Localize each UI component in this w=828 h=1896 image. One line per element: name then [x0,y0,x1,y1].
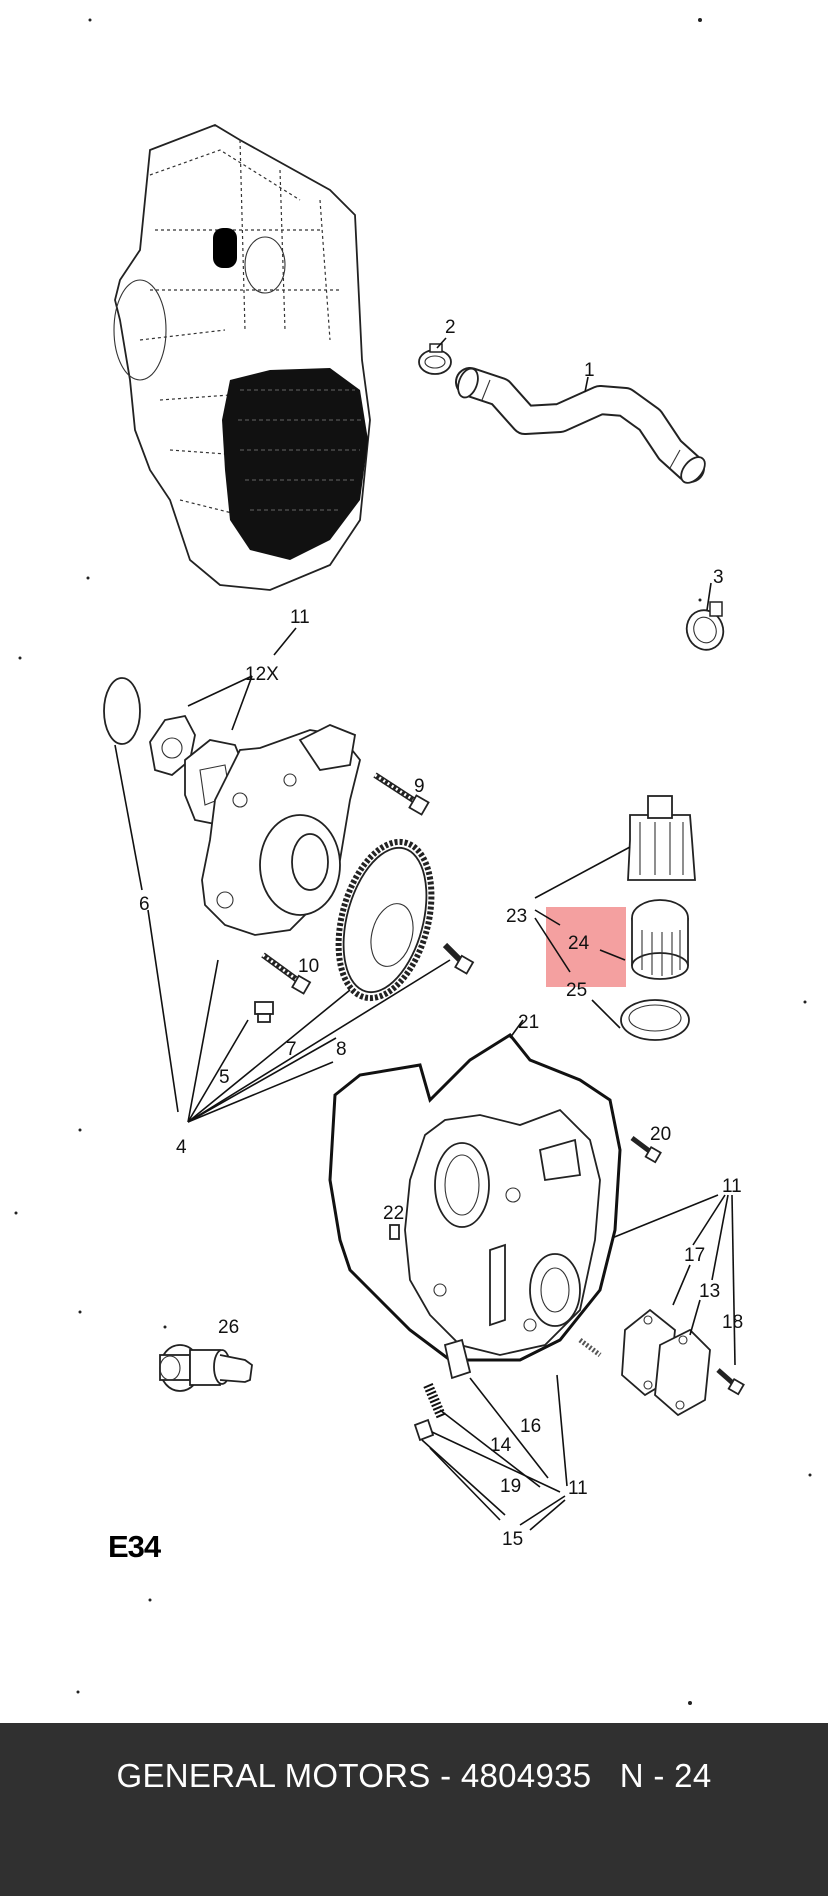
oil-pressure-switch-part-26 [159,1344,253,1392]
callout-13: 13 [699,1281,720,1302]
callout-labels: 1 2 3 4 5 6 7 8 9 10 11 11 11 12X 13 14 … [108,317,743,1564]
bolt-part-8 [442,942,475,975]
callout-9: 9 [414,776,425,797]
oil-filter-cap [627,795,696,881]
callout-16: 16 [520,1416,541,1437]
callout-12x: 12X [245,664,279,685]
bolt-part-10 [261,952,312,995]
callout-11-top: 11 [290,607,310,628]
o-ring-part-6 [103,677,141,745]
bolt-part-20 [630,1136,662,1164]
hose-clamp-part-2 [418,343,452,375]
sprocket-part-7 [335,838,435,1002]
callout-3: 3 [713,567,724,588]
timing-cover-housing [404,1108,601,1356]
callout-11-bottom: 11 [568,1478,588,1499]
callout-25: 25 [566,980,587,1001]
part-number-caption: GENERAL MOTORS - 4804935 N - 24 [116,1757,712,1794]
callout-10: 10 [298,956,319,977]
gasket-part-21 [328,1033,622,1362]
bolt-part-9 [373,772,430,816]
callout-20: 20 [650,1124,671,1145]
diagram-code: E34 [108,1529,162,1564]
plug-part-5 [254,1001,274,1023]
engine-block-illustration [113,124,371,591]
callout-2: 2 [445,317,456,338]
cover-plate-part-17 [654,1328,711,1417]
oil-pump-housing [201,724,361,936]
highlight-box [546,907,626,987]
callout-18: 18 [722,1312,743,1333]
oil-filter-element-part-24 [631,899,689,980]
callout-6: 6 [139,894,150,915]
parts-diagram: 1 2 3 4 5 6 7 8 9 10 11 11 11 12X 13 14 … [14,18,812,1705]
bolt-on-cover [578,1338,602,1357]
hose-clamp-part-3 [685,601,725,651]
callout-21: 21 [518,1012,539,1033]
hose-part-1 [455,367,706,484]
relief-valve-parts [413,1338,472,1442]
callout-11-right: 11 [722,1176,742,1197]
leader-lines [114,337,736,1531]
callout-14: 14 [490,1435,512,1456]
footer-bar: GENERAL MOTORS - 4804935 N - 24 [0,1723,828,1896]
callout-5: 5 [219,1067,230,1088]
callout-7: 7 [286,1039,297,1060]
callout-26: 26 [218,1317,239,1338]
scan-specks [14,18,812,1705]
callout-23: 23 [506,906,527,927]
callout-24: 24 [568,933,590,954]
callout-4: 4 [176,1137,187,1158]
bolt-part-18 [716,1368,745,1396]
dowel-part-22 [389,1224,400,1240]
callout-19: 19 [500,1476,521,1497]
callout-1: 1 [584,360,595,381]
callout-15: 15 [502,1529,523,1550]
callout-17: 17 [684,1245,705,1266]
callout-8: 8 [336,1039,347,1060]
callout-22: 22 [383,1203,404,1224]
filter-seal-part-25 [620,999,690,1041]
